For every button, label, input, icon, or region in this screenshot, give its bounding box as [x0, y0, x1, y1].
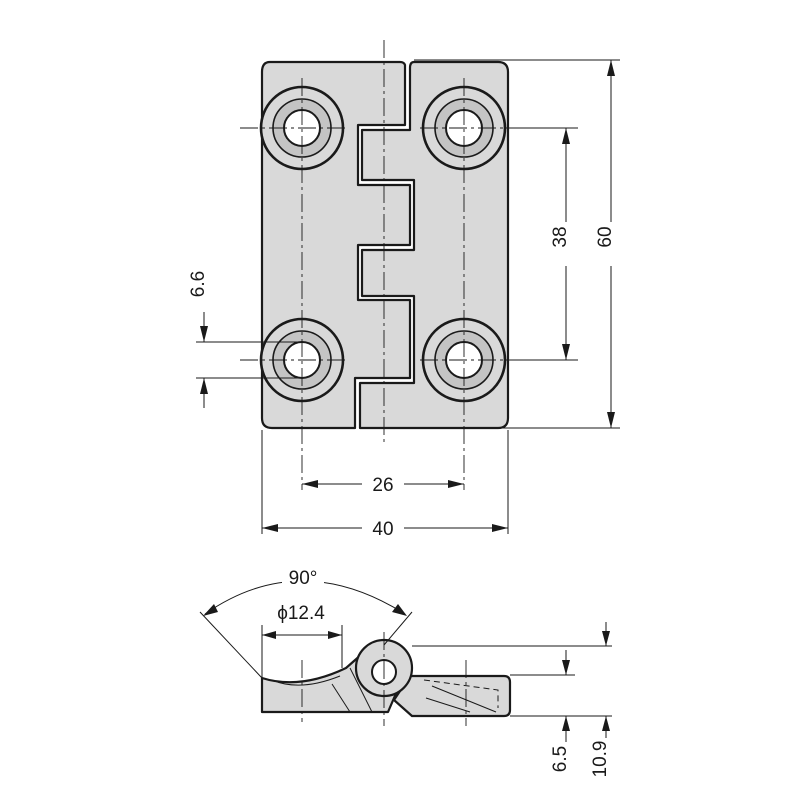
side-right-leaf	[392, 674, 512, 718]
dimension-10-9: 10.9	[590, 622, 611, 777]
dimension-label-10-9: 10.9	[590, 741, 611, 778]
dimension-26: 26	[302, 470, 464, 496]
dimension-label-60: 60	[595, 226, 616, 247]
dimension-38: 38	[550, 128, 580, 360]
dimension-label-38: 38	[550, 226, 571, 247]
dimension-90-deg: 90°	[199, 566, 413, 679]
dimension-6-6: 6.6	[188, 271, 209, 408]
dimension-label-phi-12-4: ϕ12.4	[277, 603, 325, 624]
center-lines	[240, 40, 520, 490]
hinge-plan-view: 26 40 38 60	[188, 40, 625, 540]
dimension-label-40: 40	[372, 519, 393, 540]
hinge-side-view: 90° ϕ12.4 6.5 10.9	[199, 566, 612, 777]
dimension-6-5: 6.5	[550, 650, 571, 772]
dimension-phi-12-4: ϕ12.4	[261, 603, 343, 678]
dimension-60: 60	[595, 60, 625, 428]
dimension-label-6-6: 6.6	[188, 271, 209, 297]
dimension-label-90-deg: 90°	[289, 568, 318, 589]
dimension-label-6-5: 6.5	[550, 746, 571, 772]
dimension-40: 40	[262, 514, 508, 540]
dimension-label-26: 26	[372, 475, 393, 496]
